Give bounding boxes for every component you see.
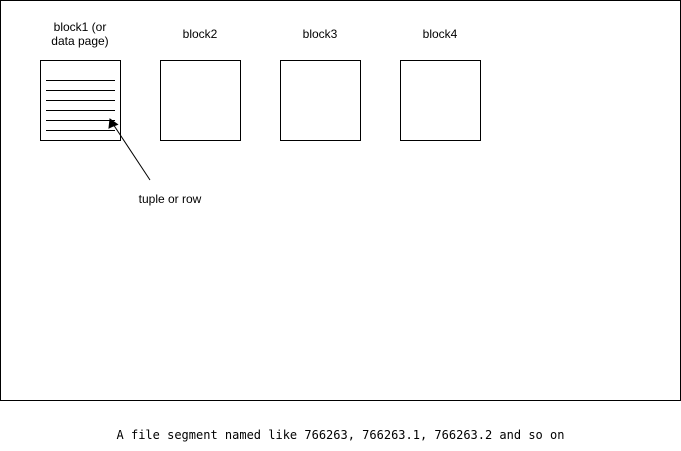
- tuple-row-line: [46, 90, 115, 91]
- diagram-caption: A file segment named like 766263, 766263…: [116, 428, 565, 442]
- tuple-label: tuple or row: [138, 192, 202, 206]
- block2-label: block2: [182, 27, 218, 41]
- block3-label: block3: [302, 27, 338, 41]
- tuple-row-line: [46, 130, 115, 131]
- block3-box: [280, 60, 361, 141]
- block4-label: block4: [422, 27, 458, 41]
- tuple-row-line: [46, 120, 115, 121]
- tuple-row-line: [46, 80, 115, 81]
- tuple-row-line: [46, 110, 115, 111]
- block2-box: [160, 60, 241, 141]
- block1-label: block1 (or data page): [51, 20, 109, 48]
- block1-box: [40, 60, 121, 141]
- tuple-row-line: [46, 100, 115, 101]
- block4-box: [400, 60, 481, 141]
